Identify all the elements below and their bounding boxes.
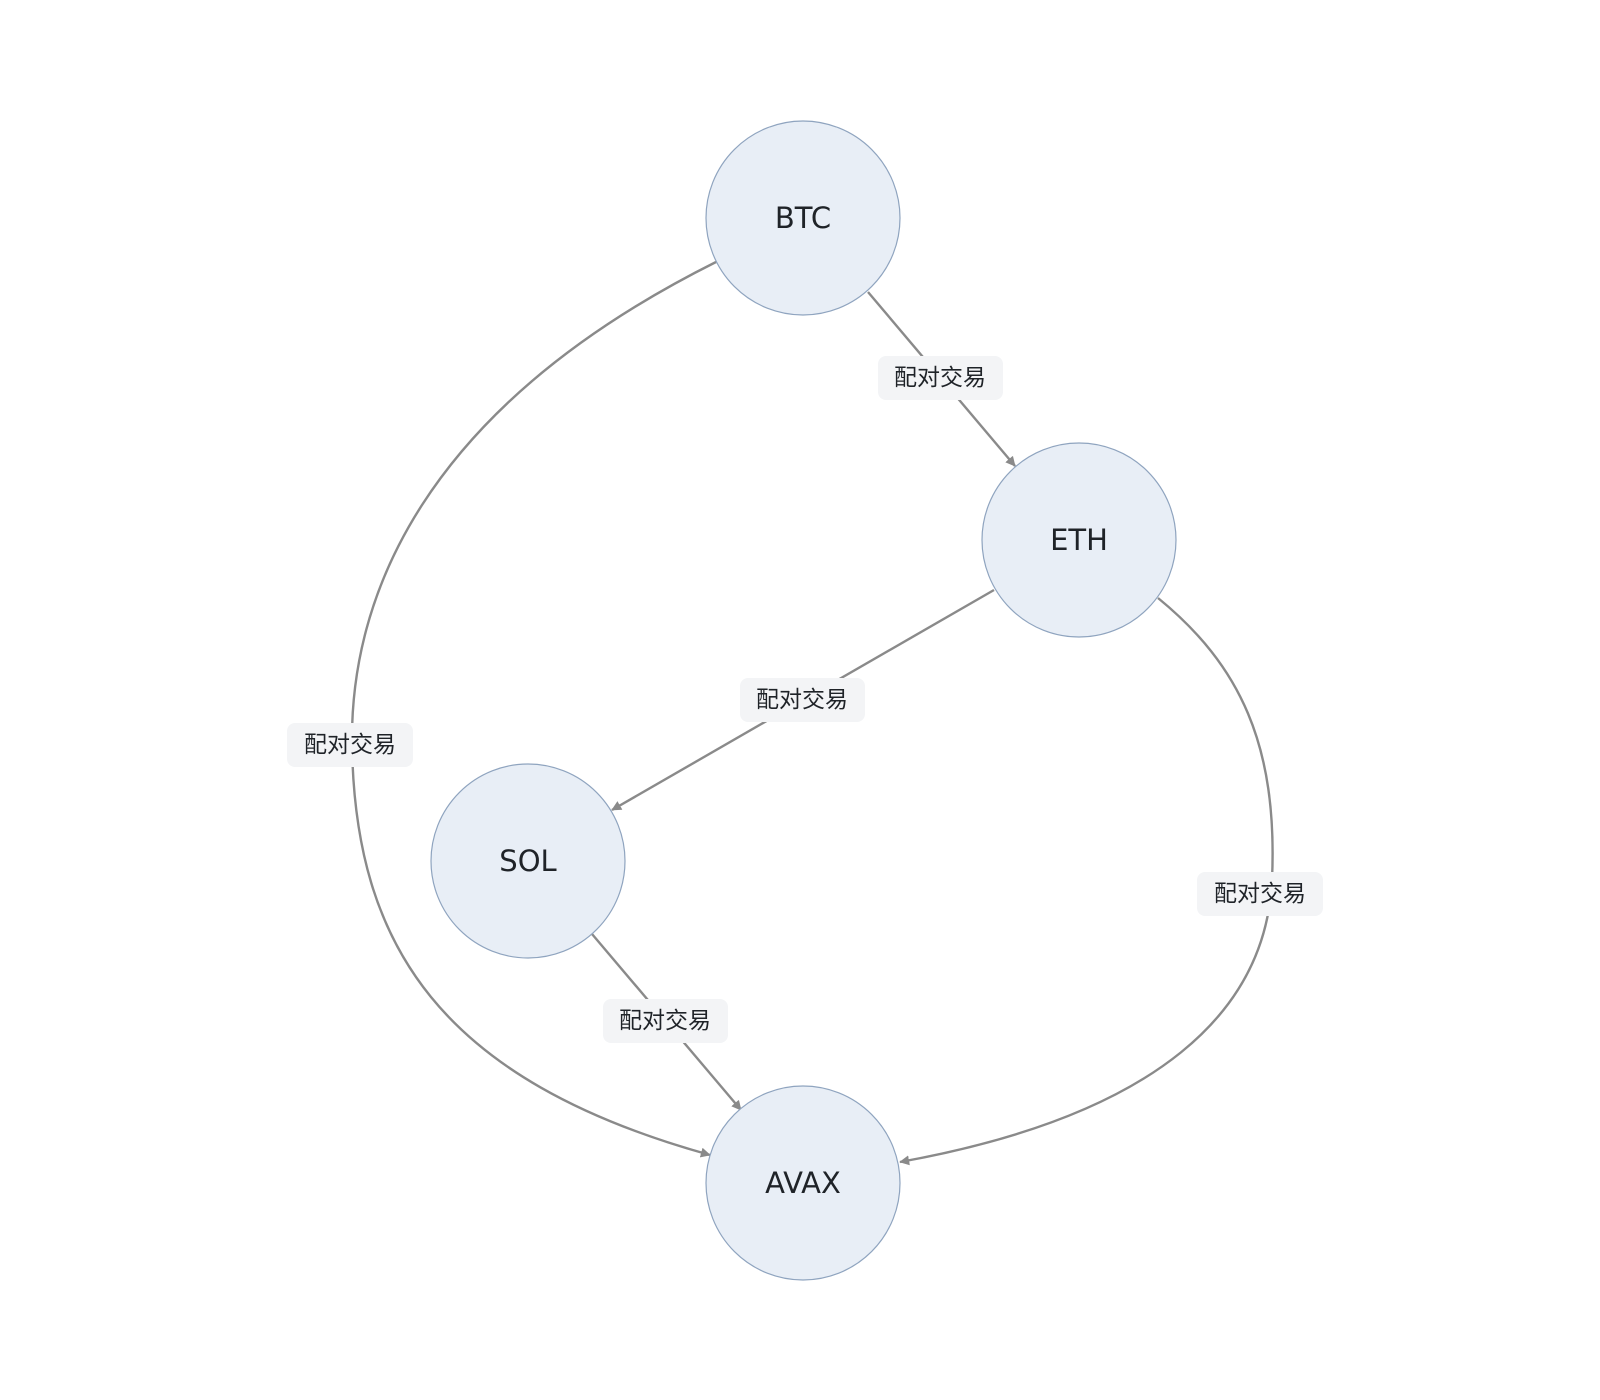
node-label-btc: BTC [775, 201, 831, 235]
node-label-eth: ETH [1050, 523, 1108, 557]
node-label-avax: AVAX [765, 1166, 841, 1200]
edge-label-eth-sol: 配对交易 [740, 678, 865, 722]
edge-label-sol-avax: 配对交易 [603, 999, 728, 1043]
nodes: BTC ETH SOL AVAX [430, 120, 1177, 1281]
node-avax[interactable]: AVAX [705, 1085, 901, 1281]
edge-label-text: 配对交易 [619, 1008, 711, 1034]
edge-label-text: 配对交易 [1214, 881, 1306, 907]
node-sol[interactable]: SOL [430, 763, 626, 959]
edge-labels: 配对交易 配对交易 配对交易 配对交易 配对交易 [287, 356, 1323, 1043]
edge-label-text: 配对交易 [894, 365, 986, 391]
edge-label-btc-eth: 配对交易 [878, 356, 1003, 400]
edge-label-eth-avax: 配对交易 [1197, 872, 1323, 916]
node-label-sol: SOL [499, 844, 556, 878]
node-eth[interactable]: ETH [981, 442, 1177, 638]
edge-label-text: 配对交易 [756, 687, 848, 713]
node-btc[interactable]: BTC [705, 120, 901, 316]
edge-label-text: 配对交易 [304, 732, 396, 758]
edge-label-btc-avax: 配对交易 [287, 723, 413, 767]
